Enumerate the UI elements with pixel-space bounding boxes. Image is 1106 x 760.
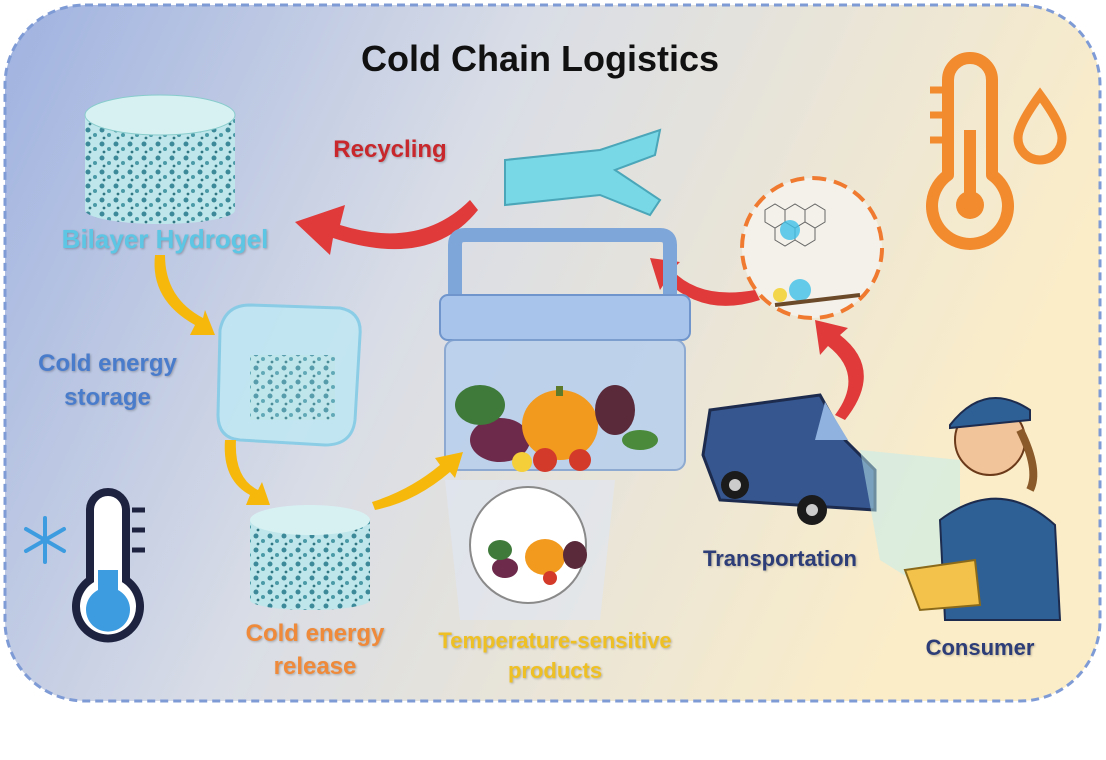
arrow-release-to-cooler [372, 452, 463, 510]
transportation-label: Transportation [702, 546, 857, 571]
consumer-label: Consumer [925, 635, 1035, 660]
consumer-person-image [860, 397, 1062, 621]
van-to-circle-arrow [815, 320, 864, 420]
vegetables-image [455, 385, 658, 472]
arrow-hydrogel-to-storage [154, 255, 215, 335]
droplet-icon [1013, 87, 1067, 165]
cold-release-label-line1: Cold energy [245, 620, 385, 647]
delivery-van-image [701, 393, 877, 525]
arrow-storage-to-release [224, 440, 270, 505]
cold-release-label-line2: release [273, 653, 357, 680]
cold-storage-label-line2: storage [64, 384, 151, 411]
products-label-line2: products [507, 658, 603, 683]
bilayer-hydrogel-label: Bilayer Hydrogel [61, 224, 269, 254]
hydrogel-cylinder-image [84, 94, 236, 224]
cold-storage-label-line1: Cold energy [38, 350, 177, 377]
cold-thermometer-icon [72, 488, 145, 643]
yellow-arrows [154, 255, 463, 510]
hot-thermometer-icon [926, 52, 1014, 250]
recycling-label: Recycling [333, 136, 447, 163]
recycling-arrow [295, 200, 478, 255]
y-shaped-hydrogel-image [504, 128, 662, 217]
snowflake-icon [24, 516, 66, 564]
products-circle-image [445, 480, 615, 620]
page-title: Cold Chain Logistics [360, 38, 719, 79]
ice-cube-image [216, 303, 362, 447]
products-label-line1: Temperature-sensitive [438, 628, 672, 653]
hydrogel-release-image [250, 505, 370, 610]
circle-to-cooler-arrow [650, 258, 760, 306]
molecular-structure-image [740, 176, 884, 320]
